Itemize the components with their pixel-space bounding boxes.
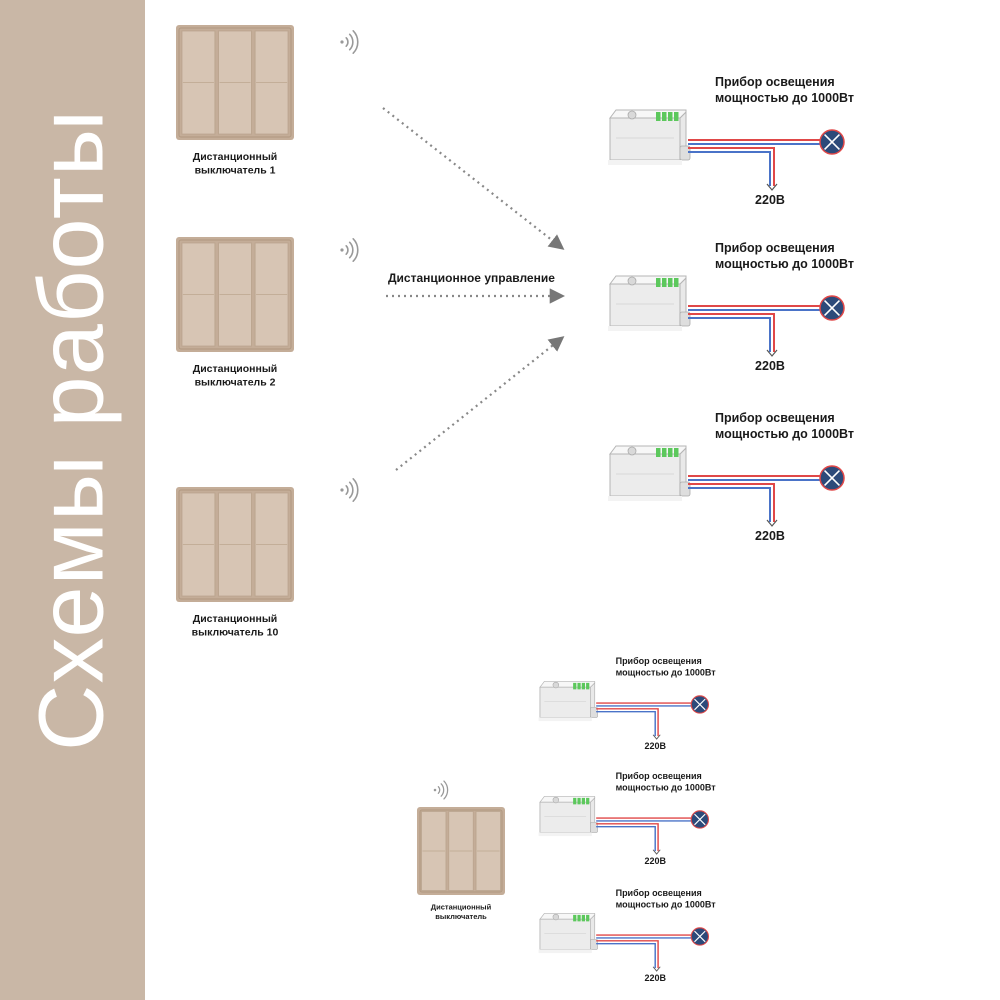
signal-arrow-1 bbox=[382, 107, 565, 250]
voltage-label: 220В bbox=[644, 856, 666, 866]
lamp-label-line1: Прибор освещения bbox=[616, 656, 702, 666]
voltage-label: 220В bbox=[755, 193, 785, 207]
relay-wiring bbox=[596, 810, 710, 855]
lamp-label-line1: Прибор освещения bbox=[616, 771, 702, 781]
terminal-led bbox=[586, 797, 590, 805]
relay-wiring bbox=[596, 927, 710, 972]
terminal-led bbox=[581, 682, 585, 690]
relay-module bbox=[608, 109, 691, 165]
lamp-label-line2: мощностью до 1000Вт bbox=[715, 257, 854, 271]
relay-button[interactable] bbox=[627, 110, 637, 120]
voltage-label: 220В bbox=[644, 741, 666, 751]
sidebar: Схемы работы bbox=[0, 0, 145, 1000]
terminal-led bbox=[662, 112, 667, 121]
wifi-icon bbox=[340, 478, 359, 502]
switch-label-line1: Дистанционный bbox=[431, 902, 492, 911]
lamp-label-line1: Прибор освещения bbox=[616, 888, 702, 898]
remote-switch-2[interactable]: Дистанционный выключатель 2 bbox=[176, 237, 294, 389]
terminal-led bbox=[662, 278, 667, 287]
relay-wiring bbox=[688, 129, 845, 191]
remote-control-label: Дистанционное управление bbox=[388, 271, 555, 285]
switch-label-line1: Дистанционный bbox=[193, 363, 278, 375]
terminal-led bbox=[573, 914, 577, 922]
lamp-label-line1: Прибор освещения bbox=[715, 75, 835, 89]
terminal-led bbox=[668, 448, 673, 457]
lamp-label-line2: мощностью до 1000Вт bbox=[715, 91, 854, 105]
terminal-led bbox=[656, 112, 661, 121]
relay-button[interactable] bbox=[552, 796, 560, 804]
relay-button[interactable] bbox=[552, 913, 560, 921]
switch-label-line2: выключатель 1 bbox=[195, 165, 276, 177]
switch-label-line2: выключатель 2 bbox=[195, 377, 276, 389]
terminal-led bbox=[586, 682, 590, 690]
remote-switch-1[interactable]: Дистанционный выключатель 1 bbox=[176, 25, 294, 177]
terminal-led bbox=[581, 797, 585, 805]
terminal-led bbox=[581, 914, 585, 922]
lamp-label-line2: мощностью до 1000Вт bbox=[715, 427, 854, 441]
terminal-led bbox=[674, 112, 679, 121]
switch-label-line2: выключатель 10 bbox=[192, 627, 279, 639]
lamp-label-line2: мощностью до 1000Вт bbox=[616, 900, 717, 910]
voltage-label: 220В bbox=[755, 529, 785, 543]
terminal-led bbox=[668, 278, 673, 287]
terminal-led bbox=[573, 797, 577, 805]
switch-label-line1: Дистанционный bbox=[193, 613, 278, 625]
terminal-led bbox=[668, 112, 673, 121]
terminal-led bbox=[577, 682, 581, 690]
terminal-led bbox=[577, 797, 581, 805]
voltage-label: 220В bbox=[755, 359, 785, 373]
relay-button[interactable] bbox=[627, 276, 637, 286]
terminal-led bbox=[656, 278, 661, 287]
wifi-icon bbox=[433, 780, 449, 800]
lamp-label-line1: Прибор освещения bbox=[715, 241, 835, 255]
relay-wiring bbox=[688, 465, 845, 527]
lamp-label-line1: Прибор освещения bbox=[715, 411, 835, 425]
relay-module bbox=[608, 275, 691, 331]
terminal-led bbox=[586, 914, 590, 922]
lamp-label-line2: мощностью до 1000Вт bbox=[616, 783, 717, 793]
terminal-led bbox=[674, 448, 679, 457]
switch-label-line1: Дистанционный bbox=[193, 151, 278, 163]
relay-button[interactable] bbox=[627, 446, 637, 456]
terminal-led bbox=[674, 278, 679, 287]
switch-label-line2: выключатель bbox=[435, 912, 487, 921]
wifi-icon bbox=[340, 238, 359, 262]
relay-module bbox=[538, 681, 598, 722]
terminal-led bbox=[573, 682, 577, 690]
relay-wiring bbox=[688, 295, 845, 357]
signal-arrow-3 bbox=[395, 336, 565, 471]
relay-button[interactable] bbox=[552, 681, 560, 689]
wifi-icon bbox=[340, 30, 359, 54]
relay-wiring bbox=[596, 695, 710, 740]
relay-module bbox=[538, 796, 598, 837]
voltage-label: 220В bbox=[644, 973, 666, 983]
terminal-led bbox=[577, 914, 581, 922]
relay-module bbox=[538, 913, 598, 954]
remote-switch-3[interactable]: Дистанционный выключатель 10 bbox=[176, 487, 294, 639]
terminal-led bbox=[656, 448, 661, 457]
relay-module bbox=[608, 445, 691, 501]
lamp-label-line2: мощностью до 1000Вт bbox=[616, 668, 717, 678]
terminal-led bbox=[662, 448, 667, 457]
